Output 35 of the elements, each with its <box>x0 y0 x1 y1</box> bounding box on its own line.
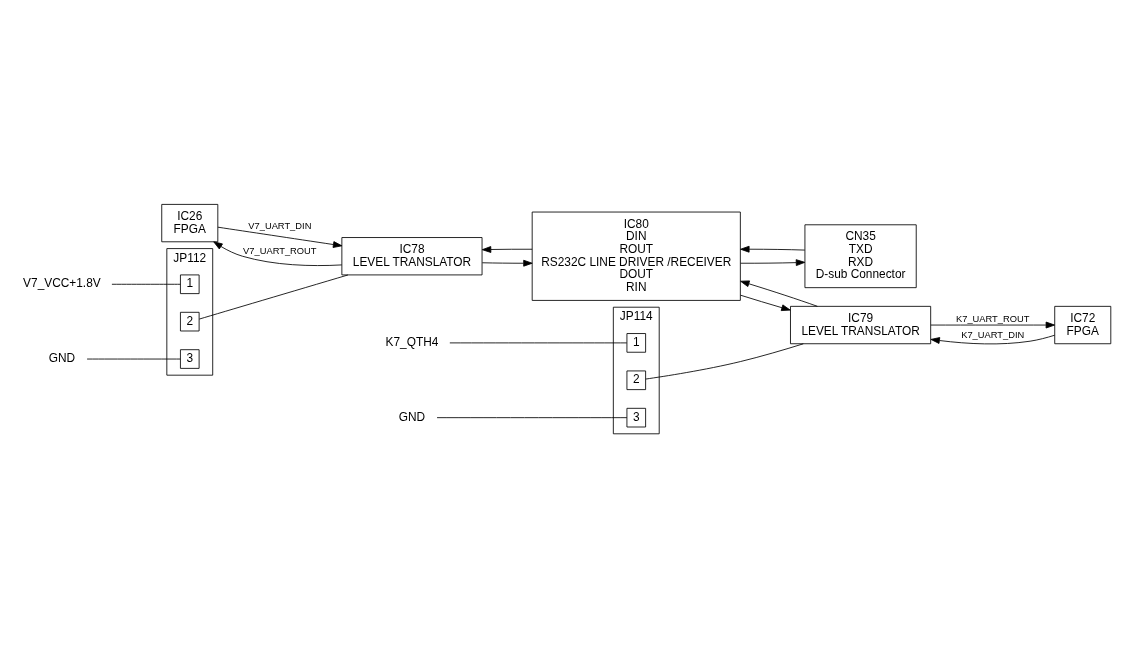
arrow <box>740 245 806 253</box>
arrow <box>217 226 343 248</box>
arrow <box>930 321 1055 329</box>
node-box: IC80 DIN ROUT RS232C LINE DRIVER /RECEIVER DOUT RIN <box>531 211 741 301</box>
node-box: CN35 TXD RXD D-sub Connector <box>804 224 917 289</box>
node-box: 2 <box>180 311 200 332</box>
node-text: GND <box>398 409 426 424</box>
connector <box>449 342 628 344</box>
node-text: V7_VCC+1.8V <box>23 276 101 291</box>
connector <box>436 417 628 419</box>
node-box: IC72 FPGA <box>1054 305 1112 345</box>
connector <box>111 283 181 285</box>
node-box: 3 <box>626 407 647 428</box>
arrow <box>740 294 791 312</box>
node-box: IC78 LEVEL TRANSLATOR <box>341 237 483 276</box>
arrow <box>481 259 533 267</box>
connector <box>198 274 349 320</box>
node-box: 1 <box>626 333 647 353</box>
node-text: K7_QTH4 <box>385 335 439 350</box>
node-box: 2 <box>626 370 647 391</box>
connector <box>645 343 804 380</box>
edge-label: V7_UART_ROUT <box>243 245 317 256</box>
arrow <box>481 246 533 253</box>
node-box: IC26 FPGA <box>161 203 219 243</box>
connector <box>86 358 181 360</box>
arrow <box>930 334 1055 345</box>
node-box: IC79 LEVEL TRANSLATOR <box>790 305 932 345</box>
node-text: GND <box>48 351 76 366</box>
edge-label: V7_UART_DIN <box>248 220 312 231</box>
edge-label: K7_UART_ROUT <box>955 314 1030 325</box>
node-box: 3 <box>180 349 200 369</box>
arrow <box>213 241 343 266</box>
node-box: 1 <box>180 274 200 295</box>
edge-label: K7_UART_DIN <box>961 330 1025 341</box>
arrow <box>740 259 806 267</box>
